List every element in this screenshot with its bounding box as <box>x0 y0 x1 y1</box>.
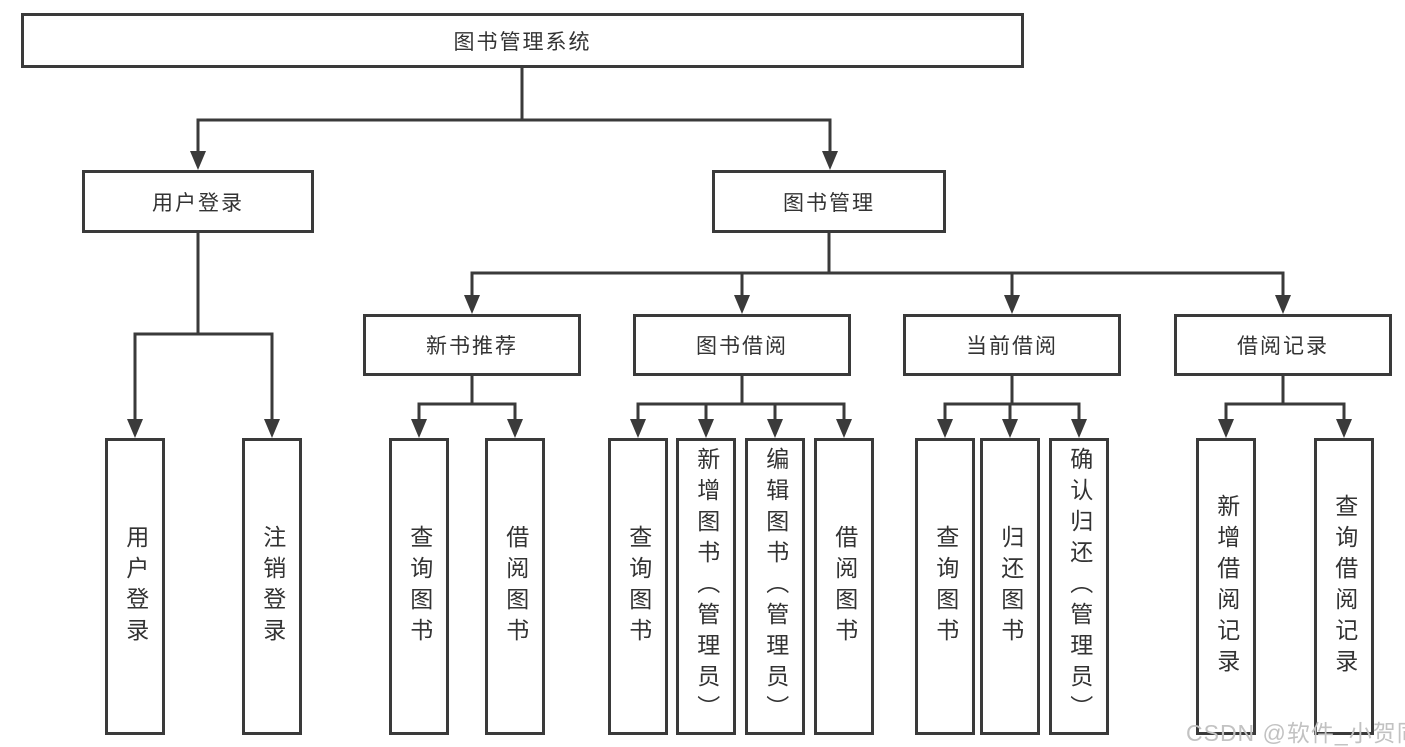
arrow-down-icon <box>1004 295 1020 314</box>
arrow-heads <box>127 151 1352 438</box>
leaf-confirm-return-admin: 确认归还（管理员） <box>1049 438 1109 735</box>
leaf-query-books-recommend: 查询图书 <box>389 438 449 735</box>
arrow-down-icon <box>734 295 750 314</box>
leaf-borrow-books-borrowing-label: 借阅图书 <box>831 524 858 649</box>
leaf-query-books-current: 查询图书 <box>915 438 975 735</box>
tree-edges <box>133 68 1346 421</box>
leaf-user-login: 用户登录 <box>105 438 165 735</box>
leaf-query-borrow-record: 查询借阅记录 <box>1314 438 1374 735</box>
leaf-return-books: 归还图书 <box>980 438 1040 735</box>
arrow-down-icon <box>264 419 280 438</box>
leaf-user-login-label: 用户登录 <box>122 524 149 649</box>
leaf-confirm-return-admin-label: 确认归还（管理员） <box>1066 447 1093 726</box>
node-book-borrowing: 图书借阅 <box>633 314 851 376</box>
leaf-borrow-books-borrowing: 借阅图书 <box>814 438 874 735</box>
leaf-edit-book-admin-label: 编辑图书（管理员） <box>762 447 789 726</box>
arrow-down-icon <box>507 419 523 438</box>
leaf-query-books-borrowing: 查询图书 <box>608 438 668 735</box>
arrow-down-icon <box>190 151 206 170</box>
node-library-system: 图书管理系统 <box>21 13 1024 68</box>
leaf-borrow-books-recommend-label: 借阅图书 <box>502 524 529 649</box>
leaf-query-borrow-record-label: 查询借阅记录 <box>1331 493 1358 680</box>
arrow-down-icon <box>1218 419 1234 438</box>
node-book-management: 图书管理 <box>712 170 946 233</box>
arrow-down-icon <box>1002 419 1018 438</box>
node-library-system-label: 图书管理系统 <box>453 30 592 54</box>
node-borrowing-records: 借阅记录 <box>1174 314 1392 376</box>
node-new-book-recommendation: 新书推荐 <box>363 314 581 376</box>
watermark: CSDN @软件_小贺同学 <box>1186 720 1405 746</box>
leaf-add-borrow-record: 新增借阅记录 <box>1196 438 1256 735</box>
arrow-down-icon <box>411 419 427 438</box>
arrow-down-icon <box>630 419 646 438</box>
arrow-down-icon <box>1275 295 1291 314</box>
arrow-down-icon <box>464 295 480 314</box>
arrow-down-icon <box>1071 419 1087 438</box>
leaf-query-books-current-label: 查询图书 <box>932 524 959 649</box>
arrow-down-icon <box>698 419 714 438</box>
node-user-login-label: 用户登录 <box>152 191 244 215</box>
leaf-return-books-label: 归还图书 <box>997 524 1024 649</box>
leaf-logout: 注销登录 <box>242 438 302 735</box>
leaf-query-books-recommend-label: 查询图书 <box>406 524 433 649</box>
node-current-borrowing-label: 当前借阅 <box>966 335 1058 358</box>
leaf-add-borrow-record-label: 新增借阅记录 <box>1213 493 1240 680</box>
leaf-add-book-admin-label: 新增图书（管理员） <box>693 447 720 726</box>
arrow-down-icon <box>836 419 852 438</box>
node-book-borrowing-label: 图书借阅 <box>696 335 788 358</box>
leaf-borrow-books-recommend: 借阅图书 <box>485 438 545 735</box>
node-user-login: 用户登录 <box>82 170 314 233</box>
node-borrowing-records-label: 借阅记录 <box>1237 335 1329 358</box>
arrow-down-icon <box>937 419 953 438</box>
leaf-add-book-admin: 新增图书（管理员） <box>676 438 736 735</box>
leaf-edit-book-admin: 编辑图书（管理员） <box>745 438 805 735</box>
leaf-logout-label: 注销登录 <box>259 524 286 649</box>
node-book-management-label: 图书管理 <box>783 191 875 215</box>
arrow-down-icon <box>1336 419 1352 438</box>
arrow-down-icon <box>822 151 838 170</box>
node-new-book-recommendation-label: 新书推荐 <box>426 335 518 358</box>
node-current-borrowing: 当前借阅 <box>903 314 1121 376</box>
arrow-down-icon <box>767 419 783 438</box>
leaf-query-books-borrowing-label: 查询图书 <box>625 524 652 649</box>
arrow-down-icon <box>127 419 143 438</box>
